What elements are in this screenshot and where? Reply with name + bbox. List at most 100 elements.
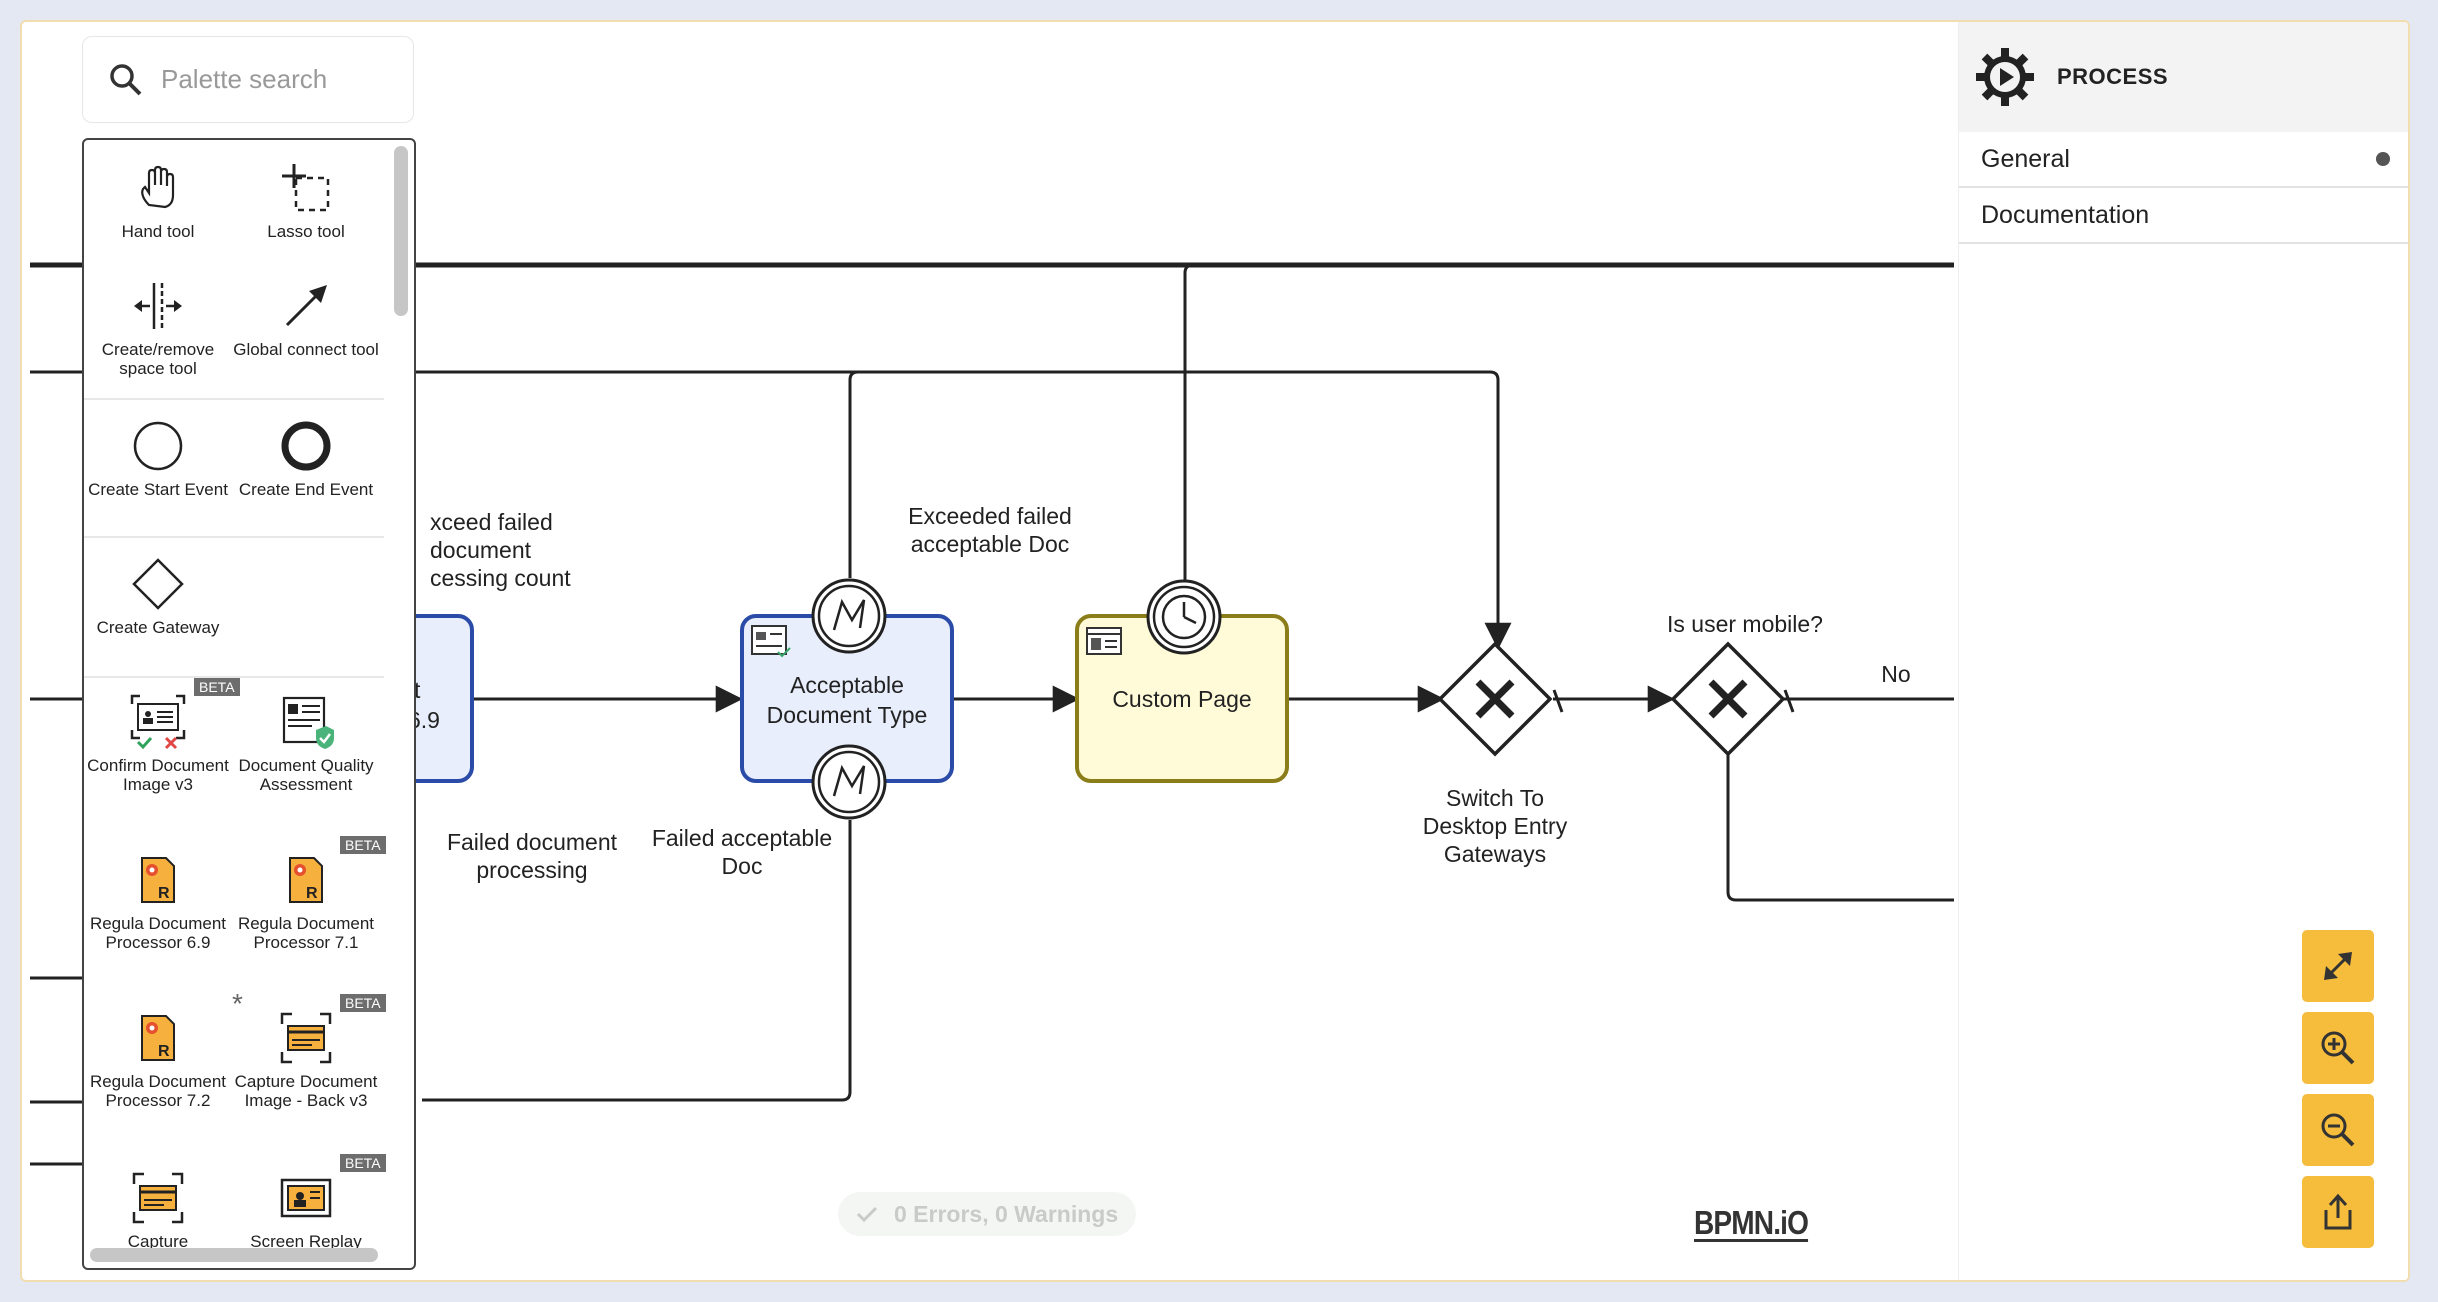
palette-start-event-label: Create Start Event <box>88 480 228 499</box>
export-button[interactable] <box>2302 1176 2374 1248</box>
palette-confirm-document-label: Confirm Document Image v3 <box>87 756 229 794</box>
beta-badge: BETA <box>194 678 240 696</box>
label-exceed-processing-2: document <box>430 537 532 563</box>
expand-arrows-icon <box>2324 952 2352 980</box>
palette-capture[interactable]: Capture <box>84 1168 232 1251</box>
start-event-icon <box>133 421 183 471</box>
palette-screen-replay[interactable]: Screen Replay <box>232 1168 380 1251</box>
fit-viewport-button[interactable] <box>2302 930 2374 1002</box>
flow-from-acceptable-up[interactable] <box>848 370 859 578</box>
label-exceed-processing-1: xceed failed <box>430 509 553 535</box>
modified-marker: * <box>232 988 243 1019</box>
zoom-out-icon <box>2321 1113 2355 1147</box>
search-icon <box>110 63 142 95</box>
hand-icon <box>141 165 175 209</box>
screen-replay-icon <box>280 1178 332 1218</box>
end-event-icon <box>281 421 331 471</box>
flow-mobile-yes[interactable] <box>1726 754 1954 902</box>
flow-top-3[interactable] <box>422 370 1512 650</box>
bpmn-canvas[interactable]: t 6.9 Acceptable Document Type <box>22 22 1957 1282</box>
palette-document-quality[interactable]: Document Quality Assessment <box>232 692 380 794</box>
palette-regula-7-1[interactable]: R Regula Document Processor 7.1 <box>232 850 380 952</box>
palette-lasso-tool-label: Lasso tool <box>267 222 345 241</box>
label-exceeded-acceptable-2: acceptable Doc <box>911 531 1070 557</box>
tab-general-label: General <box>1981 144 2070 173</box>
boundary-error-event-top[interactable] <box>811 578 887 654</box>
svg-text:R: R <box>306 885 318 902</box>
bpmn-io-logo[interactable]: BPMN.iO <box>1694 1204 1809 1241</box>
palette-confirm-document-image[interactable]: Confirm Document Image v3 <box>84 692 232 794</box>
palette-hand-tool[interactable]: Hand tool <box>84 158 232 241</box>
palette-create-gateway[interactable]: Create Gateway <box>84 554 232 637</box>
palette-horizontal-scrollbar[interactable] <box>90 1248 378 1262</box>
share-icon <box>2324 1193 2352 1230</box>
document-task-icon <box>751 625 791 658</box>
task-acceptable-line2: Document Type <box>767 702 928 728</box>
task-custom-page-label: Custom Page <box>1112 686 1251 712</box>
svg-text:R: R <box>158 1043 170 1060</box>
palette-vertical-scrollbar[interactable] <box>394 146 408 316</box>
palette-hand-tool-label: Hand tool <box>121 222 195 241</box>
flow-from-custom-up[interactable] <box>1183 263 1194 592</box>
boundary-error-event-bottom[interactable] <box>811 744 887 820</box>
label-failed-acceptable-2: Doc <box>722 853 763 879</box>
tab-documentation[interactable]: Documentation <box>1959 188 2408 244</box>
boundary-timer-event[interactable] <box>1146 579 1222 655</box>
palette-create-end-event[interactable]: Create End Event <box>232 416 380 499</box>
palette-capture-back[interactable]: Capture Document Image - Back v3 <box>232 1008 380 1110</box>
palette-end-event-label: Create End Event <box>238 480 374 499</box>
zoom-in-button[interactable] <box>2302 1012 2374 1084</box>
page-task-icon <box>1086 627 1122 655</box>
palette[interactable]: Hand tool Lasso tool Create/remove space… <box>82 138 416 1270</box>
capture-document-icon <box>132 1172 184 1224</box>
lint-status-text: 0 Errors, 0 Warnings <box>894 1200 1119 1227</box>
diagram-svg[interactable]: t 6.9 Acceptable Document Type <box>22 22 1957 1282</box>
palette-regula-7-2[interactable]: R Regula Document Processor 7.2 <box>84 1008 232 1110</box>
gateway-switch-desktop[interactable] <box>1437 641 1553 757</box>
palette-connect-tool[interactable]: Global connect tool <box>232 276 380 378</box>
zoom-out-button[interactable] <box>2302 1094 2374 1166</box>
beta-badge: BETA <box>340 994 386 1012</box>
palette-regula-6-9[interactable]: R Regula Document Processor 6.9 <box>84 850 232 952</box>
palette-gateway-label: Create Gateway <box>96 618 220 637</box>
beta-badge: BETA <box>340 1154 386 1172</box>
active-indicator-dot <box>2376 152 2390 166</box>
palette-search-input[interactable] <box>161 64 391 95</box>
label-no: No <box>1881 661 1910 687</box>
palette-capture-back-label: Capture Document Image - Back v3 <box>234 1072 378 1110</box>
app-frame: t 6.9 Acceptable Document Type <box>20 20 2410 1282</box>
palette-regula-7-1-label: Regula Document Processor 7.1 <box>237 914 375 952</box>
label-exceed-processing-3: cessing count <box>430 565 571 591</box>
label-failed-processing-2: processing <box>476 857 587 883</box>
label-exceeded-acceptable-1: Exceeded failed <box>908 503 1072 529</box>
space-tool-icon <box>134 283 182 329</box>
properties-panel: PROCESS General Documentation <box>1958 22 2408 1280</box>
gateway-is-user-mobile[interactable] <box>1670 641 1786 757</box>
task-partial-line1: t <box>414 677 421 703</box>
zoom-in-icon <box>2321 1031 2355 1065</box>
capture-document-icon <box>280 1012 332 1064</box>
palette-document-quality-label: Document Quality Assessment <box>238 756 374 794</box>
flow-failed-acceptable[interactable] <box>422 820 852 1102</box>
connect-arrow-icon <box>285 285 327 327</box>
regula-document-icon: R <box>141 1015 175 1061</box>
palette-regula-7-2-label: Regula Document Processor 7.2 <box>89 1072 227 1110</box>
process-gear-icon <box>1976 48 2034 106</box>
gateway-icon <box>132 558 184 610</box>
palette-search-box[interactable] <box>82 36 414 123</box>
label-failed-acceptable-1: Failed acceptable <box>652 825 832 851</box>
beta-badge: BETA <box>340 836 386 854</box>
document-quality-icon <box>282 696 334 749</box>
palette-screen-replay-label: Screen Replay <box>250 1232 362 1251</box>
label-is-user-mobile: Is user mobile? <box>1667 611 1823 637</box>
label-switch-3: Gateways <box>1444 841 1546 867</box>
svg-text:R: R <box>158 885 170 902</box>
palette-space-tool[interactable]: Create/remove space tool <box>84 276 232 378</box>
lint-status[interactable]: 0 Errors, 0 Warnings <box>838 1192 1137 1236</box>
regula-document-icon: R <box>141 857 175 903</box>
palette-lasso-tool[interactable]: Lasso tool <box>232 158 380 241</box>
palette-capture-label: Capture <box>127 1232 189 1251</box>
tab-general[interactable]: General <box>1959 132 2408 188</box>
palette-create-start-event[interactable]: Create Start Event <box>84 416 232 499</box>
palette-regula-6-9-label: Regula Document Processor 6.9 <box>89 914 227 952</box>
